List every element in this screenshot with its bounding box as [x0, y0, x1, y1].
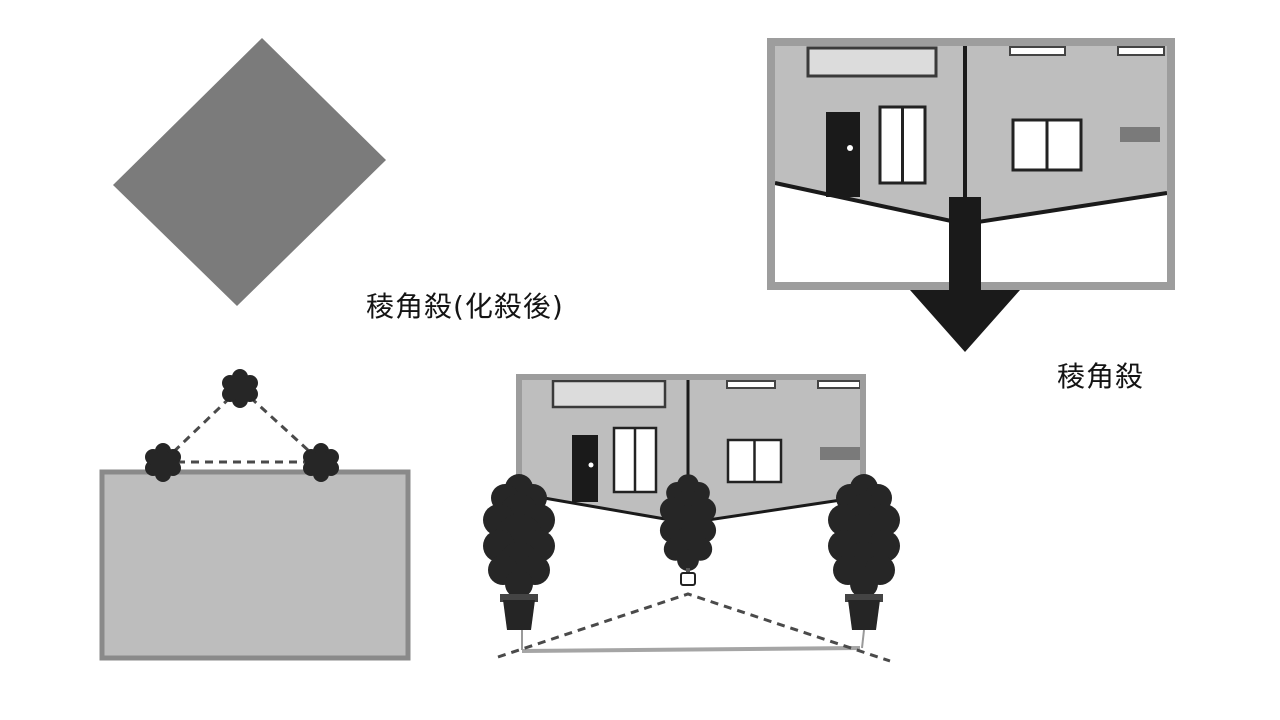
roof-strip: [1009, 46, 1066, 56]
roof-strip: [1117, 46, 1165, 56]
diamond-building-shape: [113, 38, 386, 306]
scene-frame: [516, 374, 866, 498]
vent-icon: [1120, 127, 1160, 142]
label-sharp-corner: 稜角殺: [1057, 360, 1145, 393]
door-icon: [826, 112, 860, 197]
door-knob: [588, 462, 594, 468]
window-icon: [878, 105, 927, 185]
label-sharp-corner-resolved: 稜角殺(化殺後): [366, 290, 564, 323]
tree-icon: [828, 474, 900, 630]
roof-strip: [817, 380, 861, 389]
dashed-line: [497, 592, 891, 663]
tree-icon: [483, 474, 555, 630]
vent-icon: [820, 447, 860, 460]
pot-rim: [845, 594, 883, 602]
pot-rim: [500, 594, 538, 602]
door-panel: [826, 112, 860, 197]
door-icon: [572, 435, 598, 502]
plan-view-resolved: [99, 369, 411, 661]
pot-stand-line: [861, 629, 865, 649]
eave-ledge: [806, 46, 938, 78]
tree-stem: [686, 568, 690, 574]
building-corner-scene-resolved: [483, 374, 900, 663]
base-line: [521, 646, 861, 653]
window-icon: [1011, 118, 1083, 172]
building-plan-rect: [99, 469, 411, 661]
window-icon: [726, 438, 783, 484]
tree-foliage: [828, 474, 900, 598]
roof-strip: [726, 380, 776, 389]
window-icon: [612, 426, 658, 494]
pot-icon: [680, 572, 696, 586]
arrow-down-icon: [910, 197, 1020, 352]
tree-foliage: [659, 474, 717, 571]
door-panel: [572, 435, 598, 502]
eave-ledge: [551, 379, 667, 409]
tree-foliage: [483, 474, 555, 598]
door-knob: [847, 145, 853, 151]
pot-icon: [503, 600, 535, 630]
pot-icon: [848, 600, 880, 630]
small-tree-icon: [659, 474, 717, 586]
building-corner-scene: [767, 38, 1175, 352]
